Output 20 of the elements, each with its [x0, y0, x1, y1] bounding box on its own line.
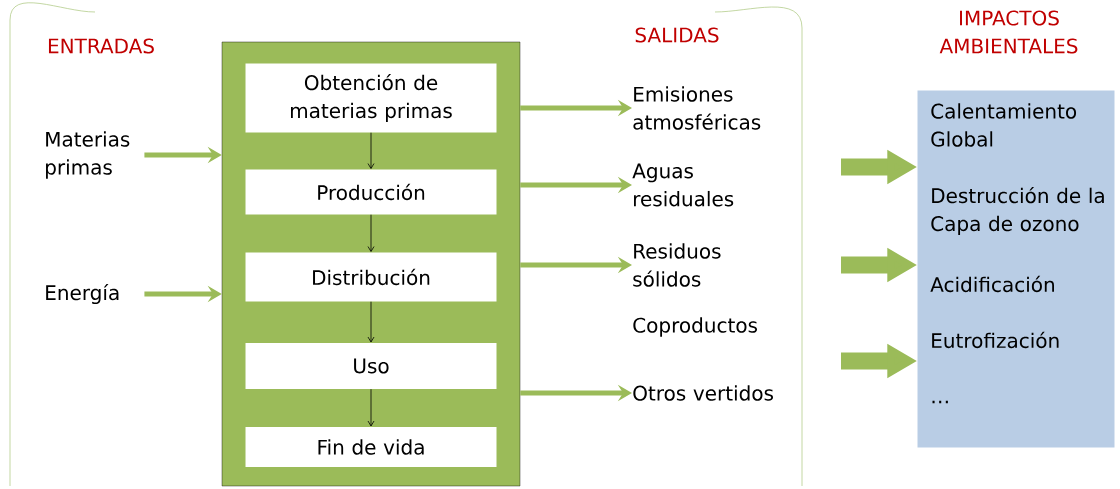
heading: IMPACTOS AMBIENTALES — [939, 10, 1078, 54]
stage-box: Uso — [245, 343, 497, 389]
arrow — [367, 214, 375, 252]
output-text: Coproductos — [633, 317, 758, 337]
flow-text: Materias primas — [46, 131, 130, 179]
arrow — [367, 301, 375, 343]
stage-box: Producción — [245, 169, 497, 215]
heading: ENTRADAS — [48, 38, 154, 54]
flow-text: Energía — [46, 283, 119, 305]
stage-box: Fin de vida — [245, 427, 497, 467]
stage-box: Obtención de materias primas — [245, 63, 497, 133]
flow-text: Otros vertidos — [633, 385, 773, 401]
arrow — [367, 388, 375, 427]
stage-box: Distribución — [245, 252, 497, 302]
impact-box: Calentamiento Global Destrucción de la Capa de ozono Acidificación Eutrofización … — [917, 90, 1115, 448]
flow-text: Aguas residuales — [632, 163, 734, 207]
flow-text: Emisiones atmosféricas — [633, 86, 761, 130]
heading: SALIDAS — [635, 27, 719, 43]
flow-text: Residuos sólidos — [633, 243, 721, 287]
arrow — [367, 132, 375, 169]
